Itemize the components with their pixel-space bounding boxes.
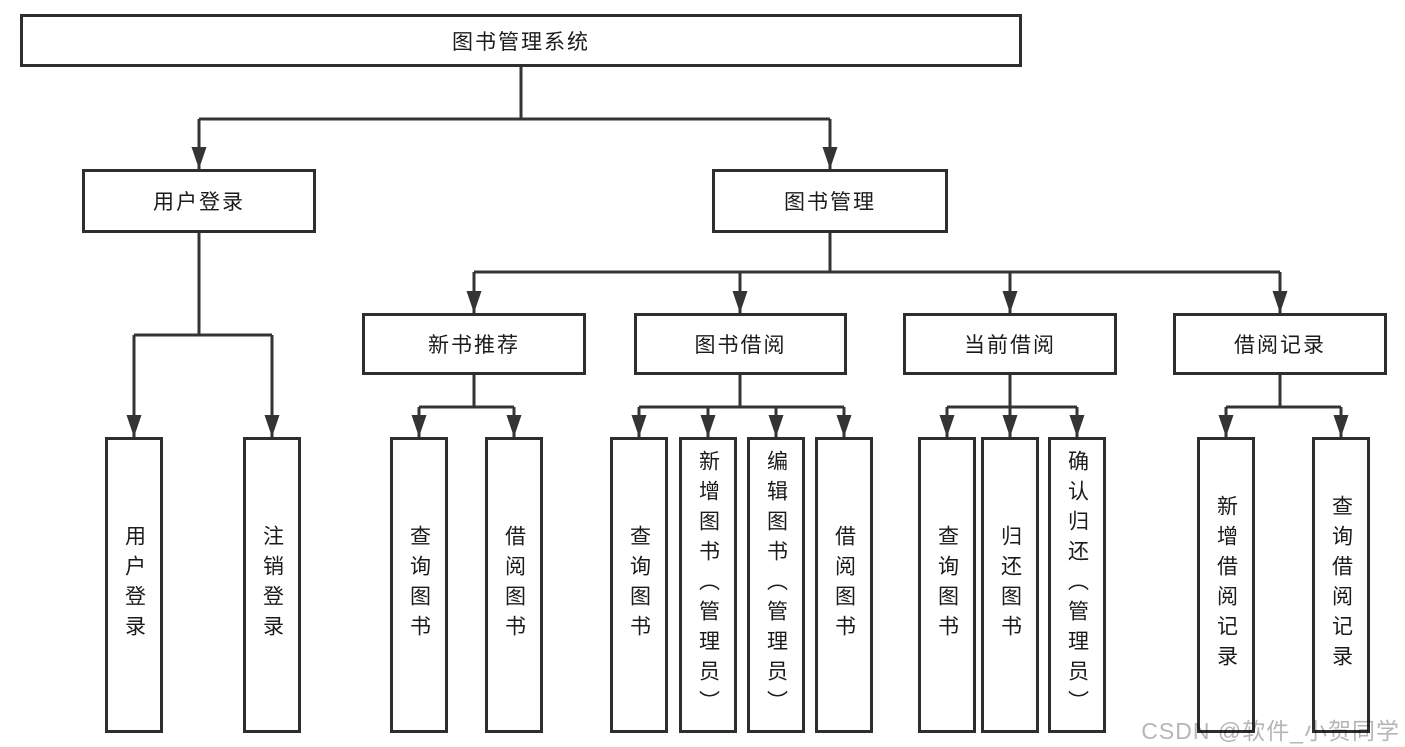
node-label: 注销登录 xyxy=(260,525,284,645)
leaf-query-books-current: 查询图书 xyxy=(918,437,976,733)
node-book-management: 图书管理 xyxy=(712,169,948,233)
leaf-borrow-books: 借阅图书 xyxy=(815,437,873,733)
edge-book-borrow-split xyxy=(639,375,844,409)
node-label: 图书管理 xyxy=(784,191,876,214)
edge-borrow-records-split xyxy=(1226,375,1341,409)
leaf-query-books-borrow: 查询图书 xyxy=(610,437,668,733)
csdn-watermark: CSDN @软件_小贺同学 xyxy=(1141,718,1400,744)
edge-current-borrow-split xyxy=(947,375,1077,409)
edge-book-management-split xyxy=(474,233,1280,274)
node-label: 借阅图书 xyxy=(832,525,856,645)
leaf-query-books-recommend: 查询图书 xyxy=(390,437,448,733)
node-label: 编辑图书（管理员） xyxy=(764,450,788,720)
leaf-logout: 注销登录 xyxy=(243,437,301,733)
node-label: 用户登录 xyxy=(122,525,146,645)
node-label: 归还图书 xyxy=(998,525,1022,645)
leaf-add-borrow-record: 新增借阅记录 xyxy=(1197,437,1255,733)
leaf-user-login: 用户登录 xyxy=(105,437,163,733)
leaf-confirm-return-admin: 确认归还（管理员） xyxy=(1048,437,1106,733)
leaf-add-book-admin: 新增图书（管理员） xyxy=(679,437,737,733)
node-label: 确认归还（管理员） xyxy=(1065,450,1089,720)
leaf-edit-book-admin: 编辑图书（管理员） xyxy=(747,437,805,733)
node-root: 图书管理系统 xyxy=(20,14,1022,67)
leaf-query-borrow-record: 查询借阅记录 xyxy=(1312,437,1370,733)
node-book-borrow: 图书借阅 xyxy=(634,313,847,375)
node-borrow-records: 借阅记录 xyxy=(1173,313,1387,375)
node-label: 查询图书 xyxy=(935,525,959,645)
node-new-book-recommend: 新书推荐 xyxy=(362,313,586,375)
edge-user-login-split xyxy=(134,233,272,337)
node-label: 新增借阅记录 xyxy=(1214,495,1238,675)
node-label: 新书推荐 xyxy=(428,334,520,357)
node-label: 借阅图书 xyxy=(502,525,526,645)
edge-root-split xyxy=(199,67,830,121)
node-label: 用户登录 xyxy=(153,191,245,214)
node-label: 图书管理系统 xyxy=(452,30,590,54)
node-label: 借阅记录 xyxy=(1234,334,1326,357)
leaf-return-books: 归还图书 xyxy=(981,437,1039,733)
node-label: 新增图书（管理员） xyxy=(696,450,720,720)
node-label: 查询图书 xyxy=(627,525,651,645)
node-label: 当前借阅 xyxy=(964,334,1056,357)
node-user-login: 用户登录 xyxy=(82,169,316,233)
edge-new-book-recommend-split xyxy=(419,375,514,409)
node-label: 查询借阅记录 xyxy=(1329,495,1353,675)
node-label: 查询图书 xyxy=(407,525,431,645)
node-label: 图书借阅 xyxy=(694,334,787,357)
leaf-borrow-books-recommend: 借阅图书 xyxy=(485,437,543,733)
node-current-borrow: 当前借阅 xyxy=(903,313,1117,375)
